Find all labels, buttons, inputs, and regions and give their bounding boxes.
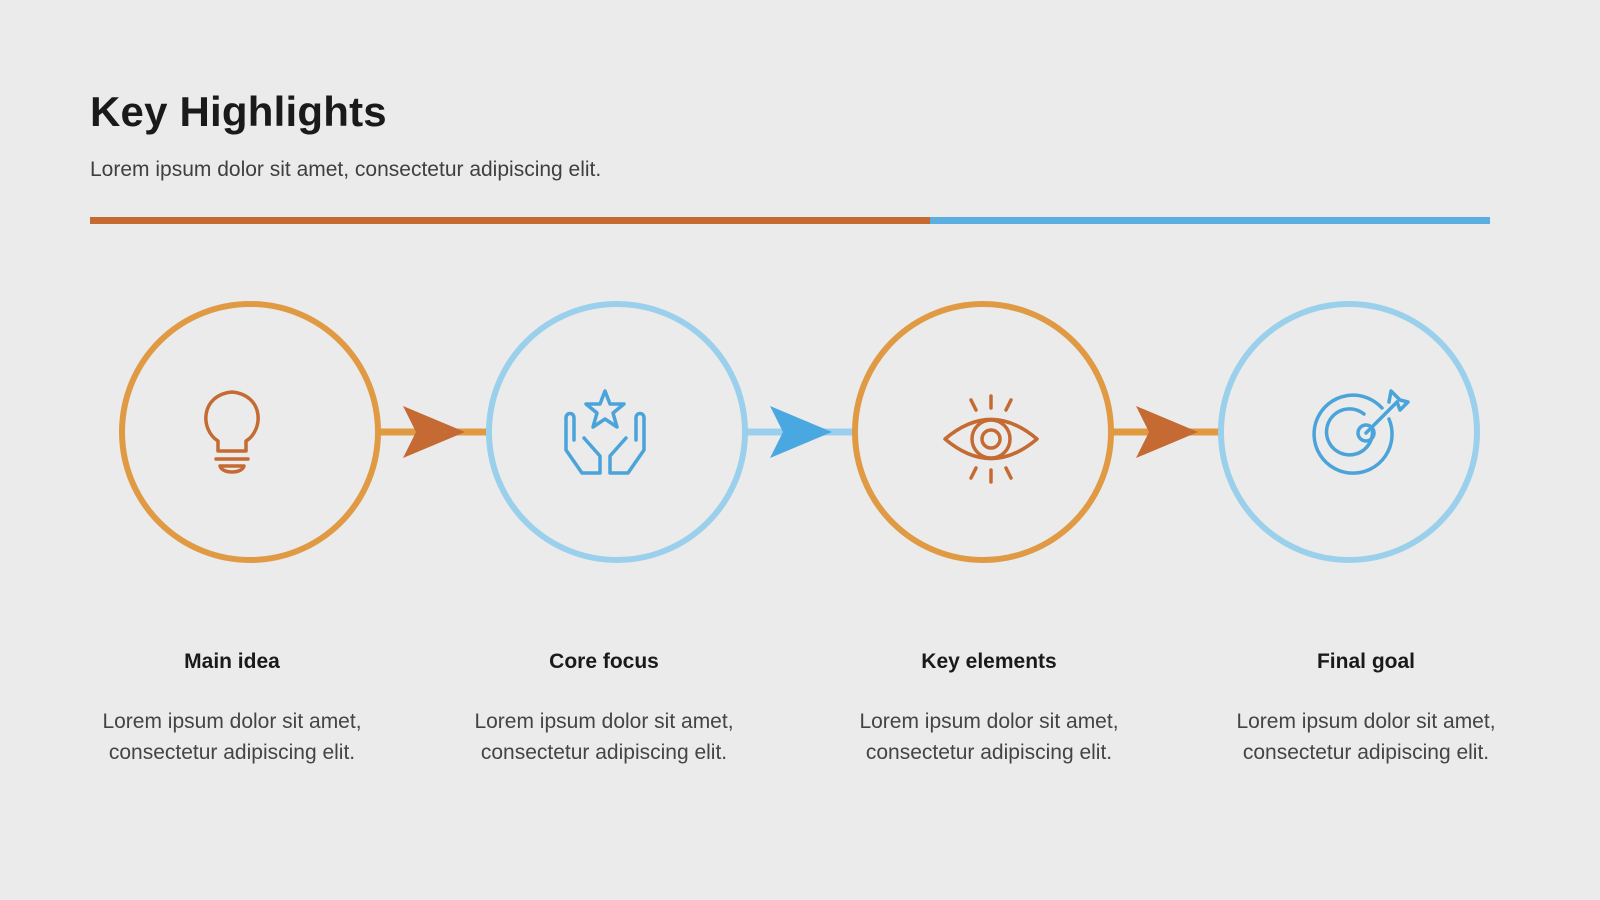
step-circle-3: [852, 301, 1114, 563]
step-description-2: Lorem ipsum dolor sit amet, consectetur …: [474, 710, 734, 764]
step-description-4: Lorem ipsum dolor sit amet, consectetur …: [1236, 710, 1496, 764]
header-divider: [90, 217, 1490, 224]
step-description-3: Lorem ipsum dolor sit amet, consectetur …: [859, 710, 1119, 764]
process-flow: [119, 301, 1480, 563]
eye-icon: [943, 394, 1039, 484]
step-label-1: Main idea: [184, 650, 280, 673]
arrow-3: [1136, 406, 1198, 458]
step-label-2: Core focus: [549, 650, 659, 673]
step-circle-2: [486, 301, 748, 563]
connector-1: [380, 406, 486, 458]
step-4: Final goal Lorem ipsum dolor sit amet, c…: [1236, 650, 1496, 768]
step-label-4: Final goal: [1316, 650, 1415, 673]
divider-blue-segment: [930, 217, 1490, 224]
step-label-3: Key elements: [921, 650, 1057, 673]
hands-star-icon: [564, 389, 646, 475]
step-circle-1: [119, 301, 381, 563]
arrow-2: [770, 406, 832, 458]
arrow-1: [403, 406, 465, 458]
step-3: Key elements Lorem ipsum dolor sit amet,…: [859, 650, 1119, 768]
connector-3: [1113, 406, 1219, 458]
page-subtitle: Lorem ipsum dolor sit amet, consectetur …: [90, 158, 602, 181]
step-description-1: Lorem ipsum dolor sit amet, consectetur …: [102, 710, 362, 764]
page-title: Key Highlights: [90, 88, 387, 135]
lightbulb-icon: [204, 390, 260, 474]
divider-orange-segment: [90, 217, 930, 224]
target-icon: [1312, 389, 1410, 475]
step-1: Main idea Lorem ipsum dolor sit amet, co…: [102, 650, 362, 768]
step-circle-4: [1218, 301, 1480, 563]
connector-2: [747, 406, 852, 458]
step-2: Core focus Lorem ipsum dolor sit amet, c…: [474, 650, 734, 768]
